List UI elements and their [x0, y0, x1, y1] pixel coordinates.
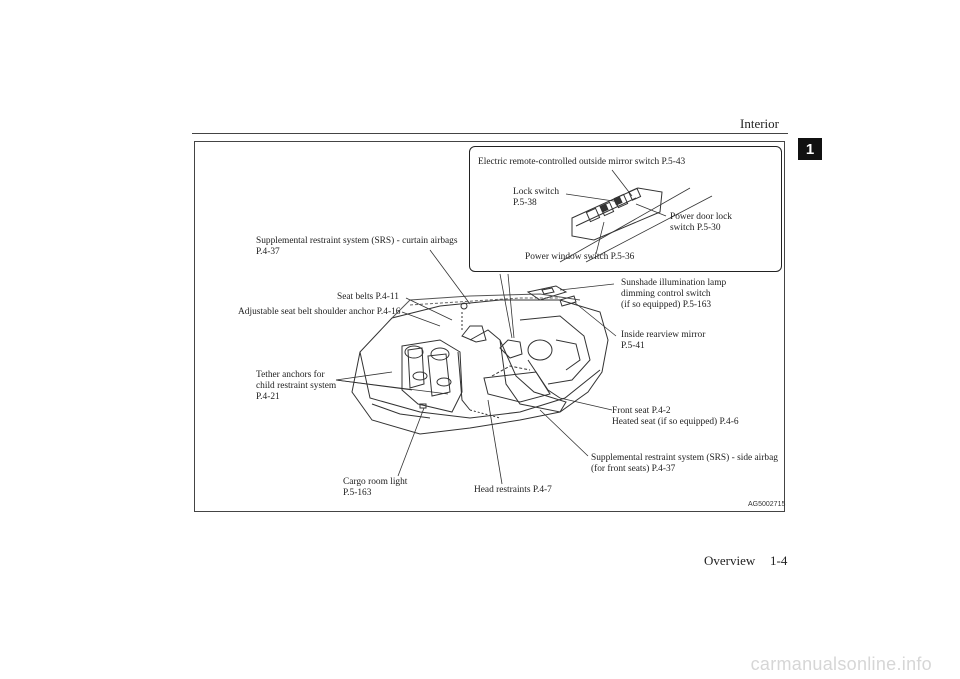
figure-code: AG5002715 — [748, 501, 786, 508]
shoulder-anchor-label: Adjustable seat belt shoulder anchor P.4… — [238, 307, 401, 317]
figure-frame — [194, 141, 785, 512]
side-airbag-label: Supplemental restraint system (SRS) - si… — [591, 453, 778, 474]
rearview-mirror-label: Inside rearview mirror P.5-41 — [621, 330, 706, 351]
power-door-lock-label: Power door lock switch P.5-30 — [670, 212, 732, 233]
curtain-airbags-label: Supplemental restraint system (SRS) - cu… — [256, 236, 458, 257]
front-seat-label: Front seat P.4-2 Heated seat (if so equi… — [612, 406, 739, 427]
tether-anchors-label: Tether anchors for child restraint syste… — [256, 370, 337, 402]
seat-belts-label: Seat belts P.4-11 — [337, 292, 399, 302]
watermark-text[interactable]: carmanualsonline.info — [750, 654, 932, 674]
sunshade-lamp-label: Sunshade illumination lamp dimming contr… — [621, 278, 727, 310]
section-title: Interior — [740, 116, 779, 131]
power-window-switch-label: Power window switch P.5-36 — [525, 252, 635, 262]
footer-section: Overview — [704, 553, 756, 568]
cargo-room-light-label: Cargo room light P.5-163 — [343, 477, 408, 498]
footer-page-number: 1-4 — [770, 553, 788, 568]
chapter-tab[interactable]: 1 — [798, 138, 822, 160]
header-rule — [192, 133, 788, 134]
head-restraints-label: Head restraints P.4-7 — [474, 485, 552, 495]
lock-switch-label: Lock switch P.5-38 — [513, 187, 560, 208]
mirror-switch-label: Electric remote-controlled outside mirro… — [478, 157, 686, 167]
